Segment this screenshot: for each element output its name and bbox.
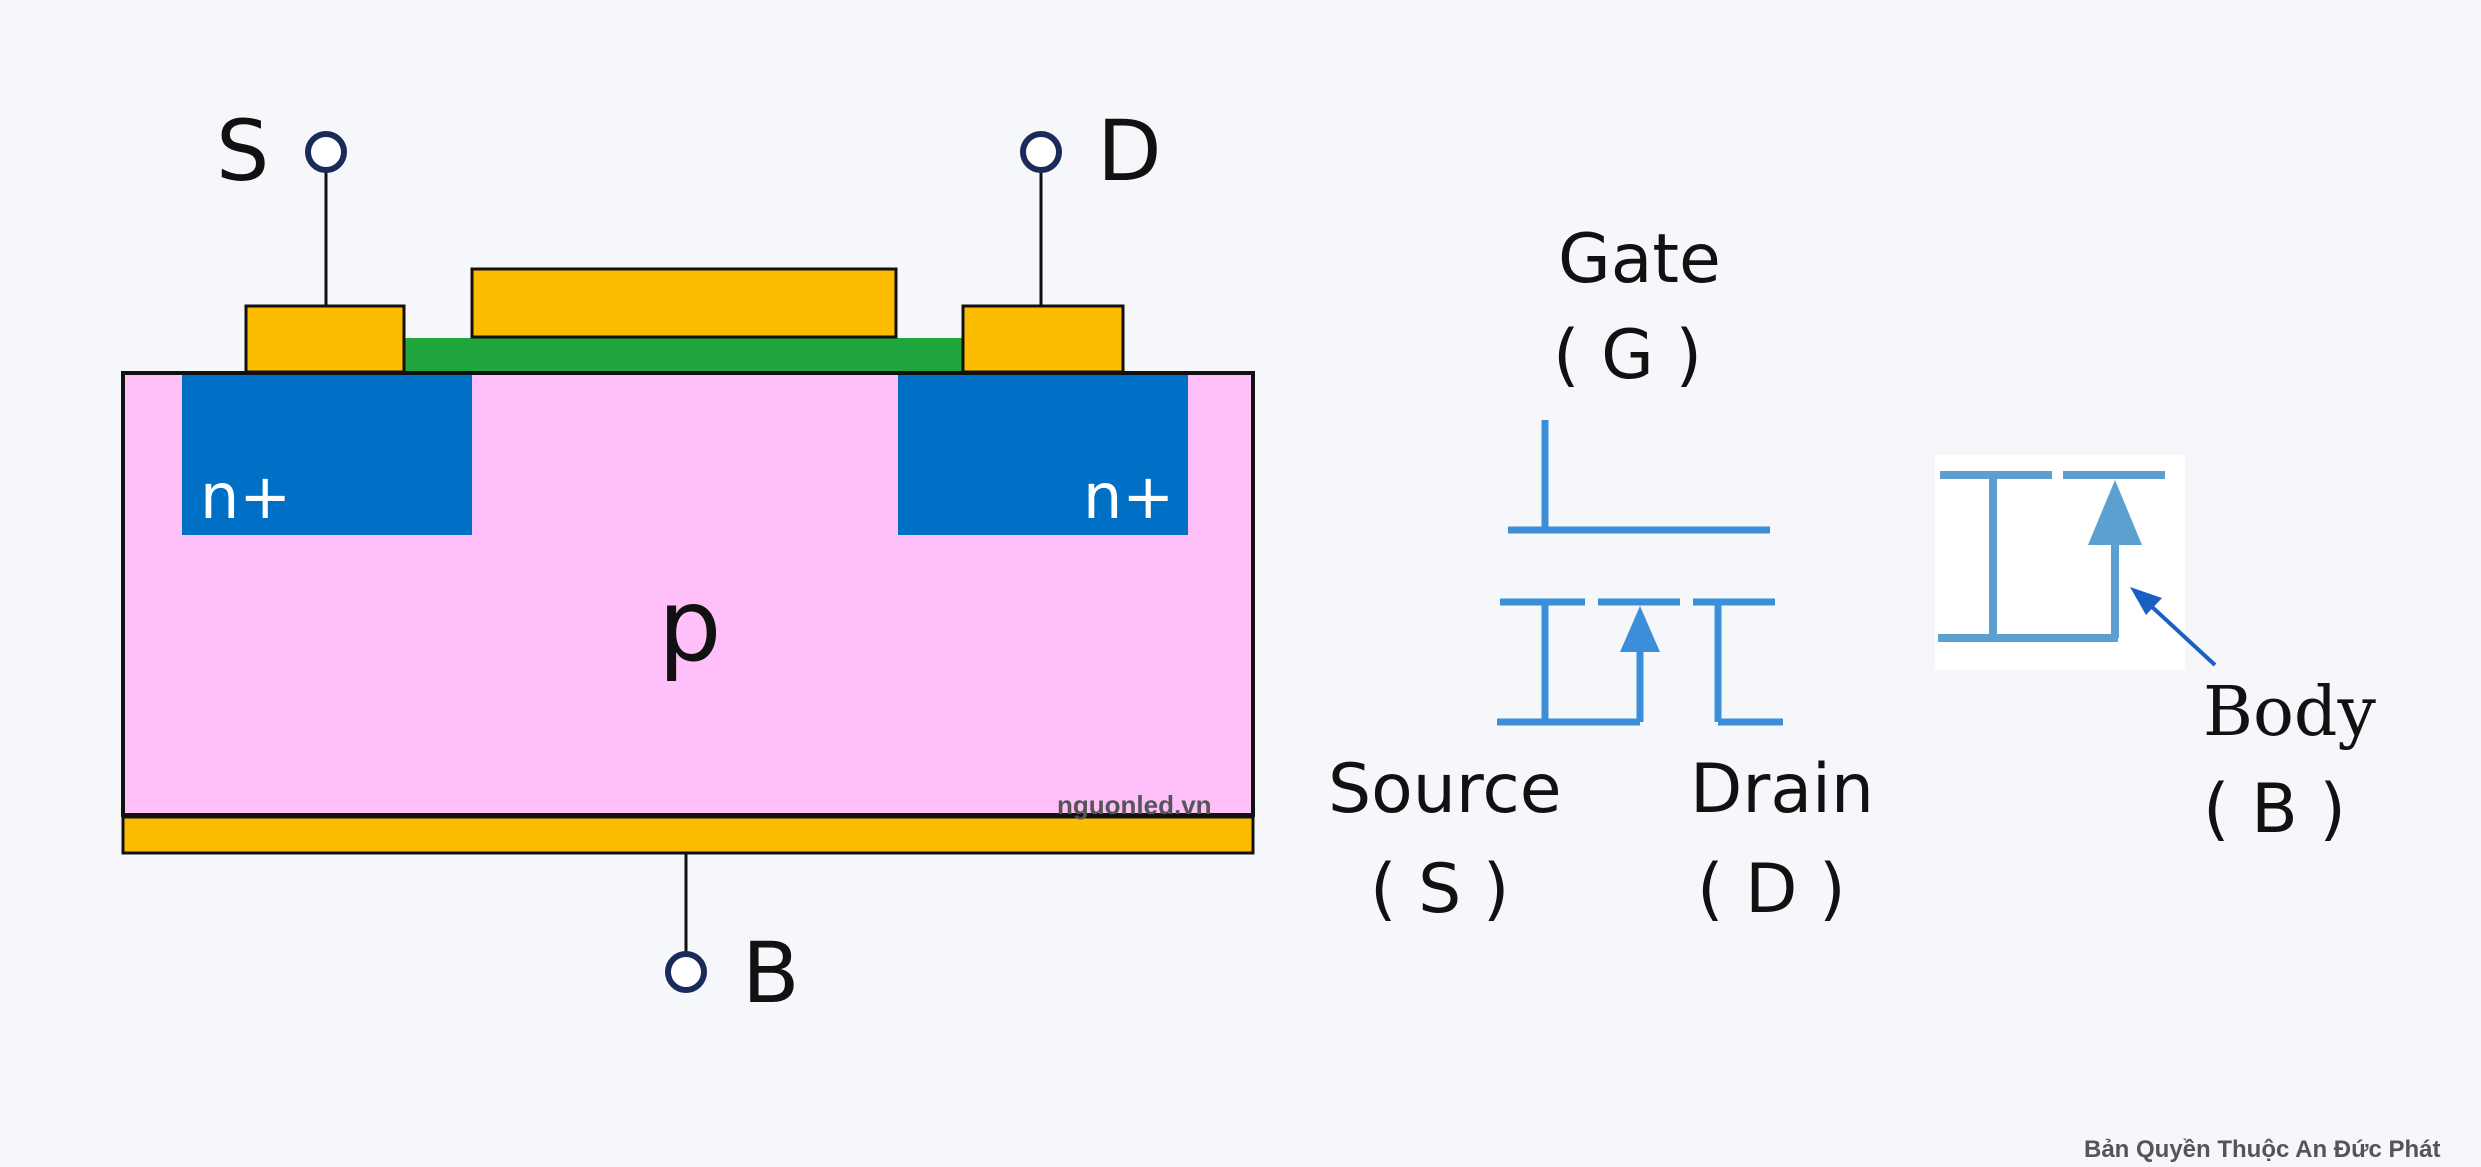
body-pointer-line: [2148, 603, 2217, 667]
source-terminal-label: S: [216, 102, 269, 200]
drain-terminal-label: D: [1097, 102, 1162, 200]
mosfet-symbol: [1497, 420, 1783, 726]
body-pointer-arrowhead-icon: [2130, 587, 2162, 615]
gate-label: Gate: [1558, 220, 1721, 299]
gate-abbr: ( G ): [1553, 316, 1702, 395]
n-plus-drain-region: [898, 375, 1188, 535]
body-arrow-icon: [1620, 606, 1660, 652]
n-plus-source-region: [182, 375, 472, 535]
source-abbr: ( S ): [1370, 850, 1509, 929]
source-terminal: [305, 131, 347, 173]
p-substrate-label: p: [658, 567, 721, 684]
copyright-text: Bản Quyền Thuộc An Đức Phát: [2084, 1136, 2441, 1163]
watermark: nguonled.vn: [1057, 790, 1212, 820]
body-symbol-arrow-icon: [2088, 480, 2142, 545]
source-contact: [244, 304, 406, 374]
gate-electrode: [470, 267, 898, 339]
body-terminal-label: B: [742, 924, 800, 1022]
body-label: Body: [2203, 673, 2376, 752]
gate-oxide: [403, 338, 963, 371]
body-abbr: ( B ): [2203, 770, 2346, 849]
n-plus-source-label: n+: [200, 460, 291, 533]
n-plus-drain-label: n+: [1083, 460, 1174, 533]
body-symbol-callout: [1935, 455, 2217, 670]
drain-terminal: [1020, 131, 1062, 173]
body-terminal: [665, 951, 707, 993]
cross-section: S D B n+ n+ p nguonled.vn: [121, 102, 1255, 1022]
source-label: Source: [1328, 750, 1562, 829]
drain-contact: [961, 304, 1125, 374]
drain-label: Drain: [1690, 750, 1874, 829]
body-contact: [121, 815, 1255, 855]
drain-abbr: ( D ): [1697, 850, 1846, 929]
